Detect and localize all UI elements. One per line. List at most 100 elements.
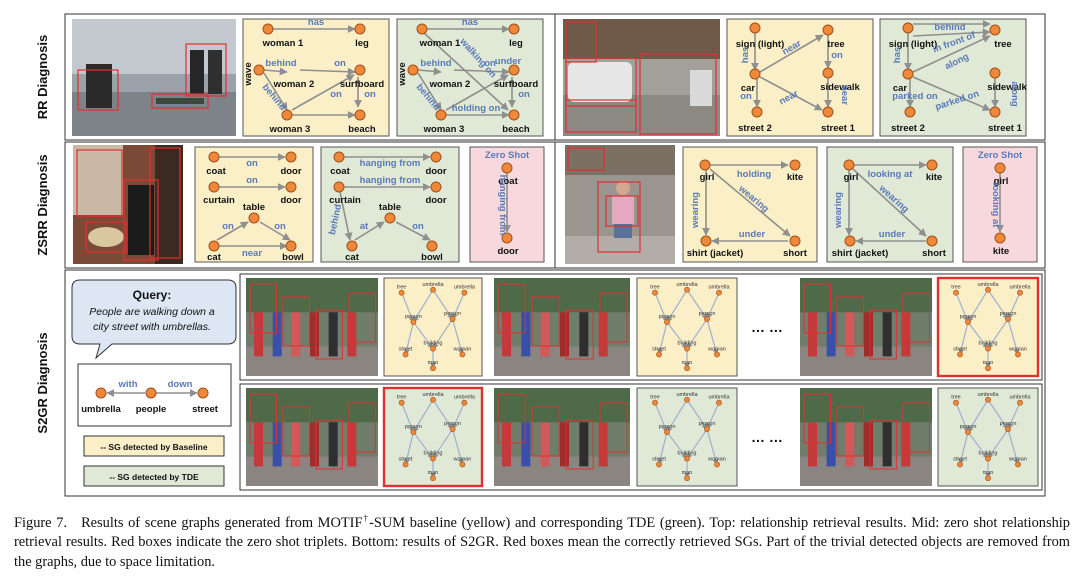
edge-label: on: [246, 175, 258, 186]
mini-node-label: umbrella: [454, 285, 476, 291]
mini-node-label: man: [983, 360, 994, 366]
mini-node-label: woman: [1008, 456, 1027, 462]
node-label: bowl: [421, 252, 443, 263]
mini-node-label: umbrella: [676, 392, 698, 398]
mini-node-label: building: [979, 451, 998, 457]
edge-label: looking at: [868, 169, 914, 180]
mini-node-label: person: [960, 424, 977, 430]
node-label: cat: [207, 252, 222, 263]
node-label: kite: [926, 172, 942, 183]
mini-node-label: person: [405, 424, 422, 430]
mini-node-label: person: [1000, 311, 1017, 317]
mini-node-label: street: [652, 456, 666, 462]
row-label-zsrr: ZSRR Diagnosis: [35, 154, 50, 255]
node-label: door: [425, 166, 446, 177]
mini-node-label: tree: [951, 285, 960, 291]
node-label: surfboard: [494, 79, 539, 90]
node-label: coat: [330, 166, 350, 177]
query-text-line-2: city street with umbrellas.: [93, 321, 211, 333]
result-photo-tde-3: [800, 388, 932, 486]
edge-label: has: [740, 47, 751, 63]
edge-label: wave: [243, 62, 254, 86]
row-label-rr: RR Diagnosis: [35, 35, 50, 120]
edge-label: along: [1009, 81, 1020, 107]
mini-node-label: building: [678, 451, 697, 457]
mini-node-label: street: [399, 346, 413, 352]
mini-node-label: person: [699, 421, 716, 427]
mini-node-label: person: [444, 311, 461, 317]
mini-node-label: street: [399, 456, 413, 462]
edge-label: behind: [934, 22, 965, 33]
mini-node-label: tree: [650, 285, 659, 291]
edge-label: under: [879, 229, 906, 240]
mini-node-label: woman: [453, 456, 472, 462]
zero-shot-title: Zero Shot: [485, 150, 530, 161]
zsrr-left-baseline-graph: coat door curtain door table cat bowl on…: [195, 147, 313, 263]
s2gr-results: tree umbrella umbrella person person street bu…: [246, 278, 1038, 486]
caption-text-pre: Results of scene graphs generated from M…: [81, 515, 362, 531]
mini-node-label: woman: [707, 346, 726, 352]
edge-label: has: [308, 17, 324, 28]
node-label: kite: [993, 246, 1009, 257]
mini-node-label: man: [428, 470, 439, 476]
node-label: door: [280, 166, 301, 177]
node-label: leg: [509, 38, 523, 49]
edge-label: wearing: [690, 192, 701, 229]
node-label: bowl: [282, 252, 304, 263]
edge-label: down: [168, 379, 193, 390]
zsrr-right-zero-shot: Zero Shot girl looking at kite: [963, 147, 1037, 262]
edge-label: on: [518, 89, 530, 100]
rr-right-baseline-graph: sign (light) tree car sidewalk street 2 …: [727, 19, 873, 136]
node-label: kite: [787, 172, 803, 183]
query-title: Query:: [133, 288, 172, 302]
node-label: beach: [502, 124, 530, 135]
edge-label: at: [360, 221, 369, 232]
edge-label: on: [334, 58, 346, 69]
mini-node-label: man: [428, 360, 439, 366]
node-label: woman 2: [273, 79, 315, 90]
mini-node-label: woman: [1008, 346, 1027, 352]
edge-label: has: [892, 47, 903, 63]
edge-label: on: [330, 89, 342, 100]
node-label: shirt (jacket): [687, 248, 744, 259]
node-label: girl: [844, 172, 859, 183]
mini-node-label: tree: [397, 395, 406, 401]
mini-node-label: umbrella: [708, 395, 730, 401]
caption-figure-number: Figure 7.: [14, 515, 67, 531]
node-label: woman 3: [269, 124, 311, 135]
result-photo-tde-1: [246, 388, 378, 486]
rr-right-tde-graph: sign (light) tree car sidewalk street 2 …: [880, 19, 1028, 136]
node-label: woman 3: [423, 124, 465, 135]
mini-node-label: umbrella: [676, 282, 698, 288]
mini-node-label: tree: [397, 285, 406, 291]
node-label: street 1: [988, 123, 1023, 134]
edge-label: on: [484, 58, 496, 69]
mini-node-label: person: [699, 311, 716, 317]
mini-node-label: umbrella: [708, 285, 730, 291]
mini-node-label: building: [424, 341, 443, 347]
ellipsis-bottom: … …: [751, 429, 783, 445]
ellipsis-top: … …: [751, 319, 783, 335]
node-label: curtain: [203, 195, 235, 206]
edge-label: has: [462, 17, 478, 28]
mini-node-label: woman: [707, 456, 726, 462]
mini-node-label: person: [444, 421, 461, 427]
zsrr-left-tde-graph: coat door curtain door table cat bowl ha…: [321, 147, 459, 263]
edge-label: parked on: [892, 91, 938, 102]
node-label: table: [379, 202, 401, 213]
zsrr-left-photo: [73, 145, 183, 264]
edge-label: holding: [737, 169, 771, 180]
edge-label: hanging from: [360, 175, 421, 186]
figure-caption: Figure 7. Results of scene graphs genera…: [14, 509, 1070, 572]
edge-label: hanging from: [360, 158, 421, 169]
edge-label: near: [839, 85, 850, 105]
query-text-line-1: People are walking down a: [89, 306, 215, 318]
edge-label: looking at: [990, 183, 1001, 229]
node-label: short: [922, 248, 947, 259]
query-graph: with down umbrella people street: [78, 364, 231, 426]
node-label: woman 1: [262, 38, 304, 49]
mini-node-label: man: [682, 360, 693, 366]
